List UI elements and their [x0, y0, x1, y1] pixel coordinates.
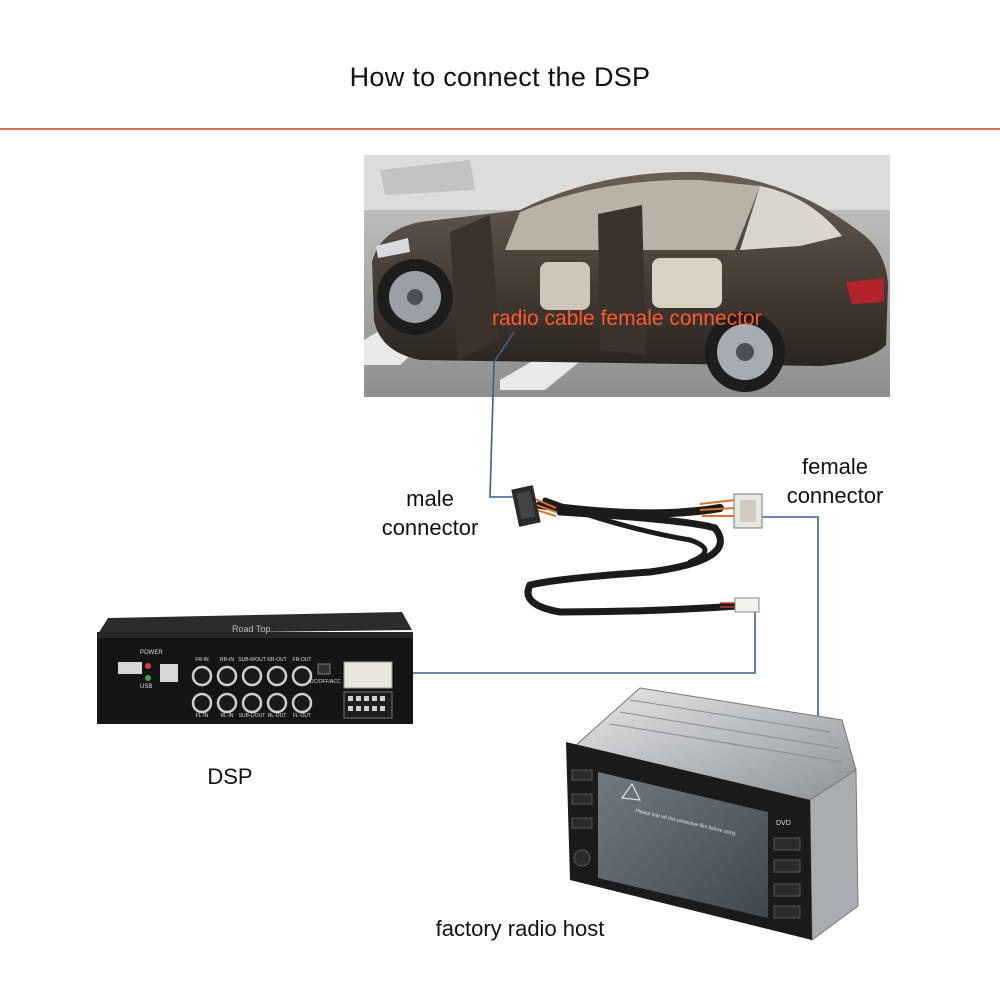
male-connector-label-line2: connector: [381, 515, 479, 540]
dsp-port-label-top: RR-IN: [220, 657, 234, 663]
male-connector-label-line1: male: [406, 486, 454, 511]
dsp-port-label-top: FR-OUT: [292, 657, 312, 663]
dsp-brand-text: Road Top: [232, 624, 271, 634]
female-connector-label-line2: connector: [786, 483, 884, 508]
rca-jack: [241, 692, 263, 714]
dsp-port-label-bottom: FL-OUT: [292, 713, 312, 719]
dsp-plug-icon: [720, 597, 760, 613]
radio-dvd-text: DVD: [776, 820, 791, 827]
dsp-usb-text: USB: [140, 684, 153, 690]
dsp-port-label-top: FR-IN: [195, 657, 209, 663]
female-connector-label-line1: female: [801, 454, 869, 479]
connection-wires: [384, 331, 819, 716]
rca-jack: [266, 692, 288, 714]
rca-jack: [291, 665, 313, 687]
car-photo: [364, 155, 890, 397]
rca-jack: [216, 665, 238, 687]
dsp-power-text: POWER: [140, 650, 163, 656]
factory-radio-host-label: factory radio host: [435, 916, 605, 941]
dsp-port-label-bottom: RL-OUT: [267, 713, 287, 719]
dsp-port-label-bottom: RL-IN: [220, 713, 234, 719]
factory-radio-unit: [566, 687, 859, 941]
dsp-switch-text: DC/OFF/ACC: [310, 679, 341, 685]
wire-car-to-male-connector: [489, 331, 522, 498]
dsp-label: DSP: [207, 764, 253, 789]
rca-jack: [191, 692, 213, 714]
male-connector-label: male connector: [370, 484, 490, 542]
female-connector-label: female connector: [770, 452, 900, 510]
dsp-port-label-top: SUB-R/OUT: [238, 657, 266, 663]
dsp-rca-jacks: [191, 665, 313, 714]
rca-jack: [241, 665, 263, 687]
female-connector-icon: [733, 493, 763, 529]
title-divider: [0, 128, 1000, 130]
radio-cable-female-connector-label: radio cable female connector: [492, 307, 762, 330]
rca-jack: [291, 692, 313, 714]
dsp-port-label-top: RR-OUT: [267, 657, 287, 663]
rca-jack: [266, 665, 288, 687]
wire-harness-to-dsp: [384, 605, 756, 674]
male-connector-icon: [511, 485, 541, 527]
page-title: How to connect the DSP: [349, 62, 651, 92]
dsp-port-label-bottom: SUB-L/OUT: [238, 713, 266, 719]
rca-jack: [191, 665, 213, 687]
dsp-port-label-bottom: FL-IN: [195, 713, 209, 719]
cable-harness: [524, 495, 742, 616]
wire-female-connector-to-radio: [760, 516, 819, 716]
rca-jack: [216, 692, 238, 714]
